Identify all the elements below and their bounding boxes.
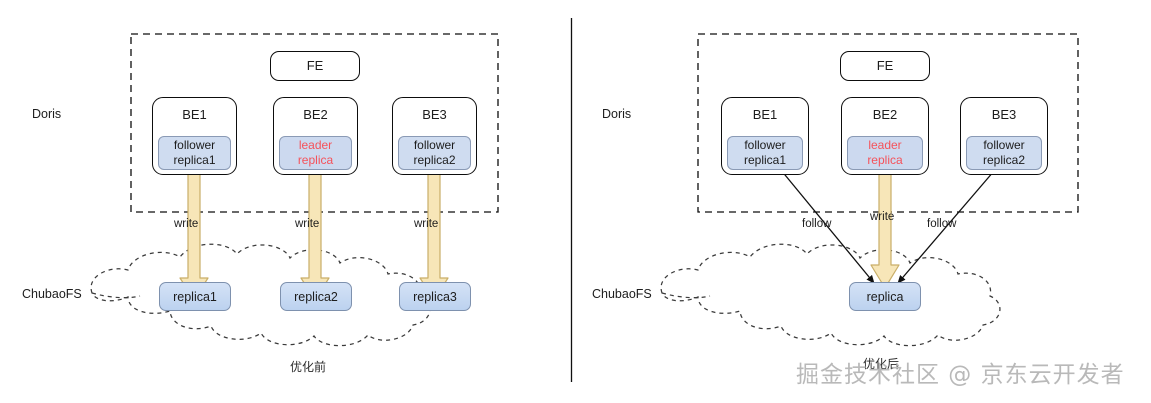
chubaofs-label-before: ChubaoFS [22,287,82,301]
be-replica-chip-line2: replica [867,153,903,167]
be-replica-chip-line1: leader [868,138,902,152]
be-replica-chip-before-1[interactable]: follower replica1 [158,136,231,170]
write-arrow-before-1 [179,165,209,301]
doris-label-after: Doris [602,107,632,121]
chubaofs-cloud-notch-before [91,292,141,299]
be-replica-chip-after-1[interactable]: follower replica1 [727,136,803,170]
be-replica-chip-line1: follower [744,138,786,152]
write-arrow-before-3 [419,165,449,301]
be-replica-chip-line1: follower [173,138,216,152]
fe-box-before[interactable]: FE [270,51,360,81]
be-replica-chip-before-2[interactable]: leader replica [279,136,352,170]
be-replica-chip-line1: leader [298,138,333,152]
doris-boundary-before [130,33,499,213]
fe-box-after[interactable]: FE [840,51,930,81]
follow-arrow-after-2 [897,163,1001,284]
be-replica-chip-before-3[interactable]: follower replica2 [398,136,471,170]
panel-caption-before: 优化前 [290,360,327,374]
chubaofs-cloud-notch-after [661,292,711,299]
panel-caption-after: 优化后 [863,357,900,371]
be-replica-chip-line2: replica2 [982,153,1026,167]
be-replica-chip-line2: replica1 [173,153,216,167]
fs-replica-before-2[interactable]: replica2 [280,282,352,311]
chubaofs-cloud-before [90,243,431,347]
write-arrow-before-2 [300,165,330,301]
chubaofs-label-after: ChubaoFS [592,287,652,301]
chubaofs-cloud-after [660,243,1001,347]
fs-replica-after-1[interactable]: replica [849,282,921,311]
be-replica-chip-line1: follower [983,138,1025,152]
fs-replica-before-1[interactable]: replica1 [159,282,231,311]
edge-label-after-write: write [870,211,895,223]
be-replica-chip-line1: follower [413,138,456,152]
be-replica-chip-line2: replica2 [413,153,456,167]
edge-label-after-follow-2: follow [927,218,957,230]
edge-label-before-write-2: write [295,218,320,230]
edge-label-before-write-3: write [414,218,439,230]
write-arrow-after [870,165,900,289]
fs-replica-before-3[interactable]: replica3 [399,282,471,311]
be-replica-chip-line2: replica1 [743,153,787,167]
be-replica-chip-after-3[interactable]: follower replica2 [966,136,1042,170]
doris-label-before: Doris [32,107,62,121]
edge-label-after-follow-1: follow [802,218,832,230]
be-replica-chip-after-2[interactable]: leader replica [847,136,923,170]
be-replica-chip-line2: replica [297,153,334,167]
follow-arrow-after-1 [775,163,875,284]
edge-label-before-write-1: write [174,218,199,230]
watermark-text: 掘金技术社区 @ 京东云开发者 [796,362,1125,388]
